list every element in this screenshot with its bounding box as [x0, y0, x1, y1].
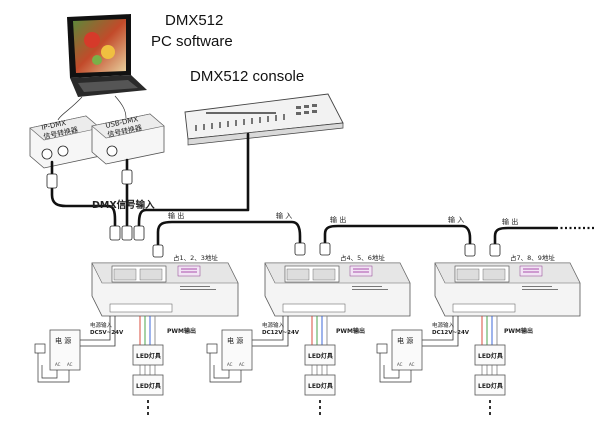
led-label-1a: LED灯具: [136, 352, 161, 360]
decoder-3-address: 占7、8、9地址: [510, 253, 555, 262]
dmx-cables: [50, 132, 594, 253]
pc-software-label-line2: PC software: [151, 33, 233, 50]
psu-1: 电 源 AC AC: [34, 329, 81, 383]
psu-3-plug-icon: [376, 343, 388, 354]
psu-1-plug-icon: [34, 343, 46, 354]
psu-3-ac-label: AC: [397, 362, 403, 367]
decoder-2: 占4、5、6地址 电源输入 DC12V~24V PWM输出: [262, 253, 411, 336]
power-wires: [80, 316, 459, 347]
psu-1-label: 电 源: [55, 336, 71, 345]
psu-3-label: 电 源: [397, 336, 413, 345]
decoder-1-address: 占1、2、3地址: [173, 253, 218, 262]
laptop-pc: [67, 14, 147, 97]
psu-2-label: 电 源: [227, 336, 243, 345]
psu-2: 电 源 AC AC: [206, 329, 253, 383]
decoder-1: 占1、2、3地址 电源输入 DC5V~24V PWM输出: [90, 253, 239, 336]
decoder-1-pwm-label: PWM输出: [167, 327, 196, 335]
decoder-3-power-label: 电源输入: [432, 321, 455, 329]
laptop-to-ip-cable: [57, 96, 83, 121]
led-fixtures-2: LED灯具 LED灯具: [304, 344, 336, 415]
decoder-2-output-label: 输 出: [330, 215, 346, 224]
cable-plugs: [46, 169, 501, 258]
decoder-3-power-spec: DC12V~24V: [432, 330, 470, 336]
pwm-wires: [139, 316, 498, 345]
ip-dmx-converter: IP-DMX 信号转换器: [29, 115, 101, 169]
dmx-signal-input-label: DMX信号输入: [92, 199, 155, 211]
decoder-2-pwm-label: PWM输出: [336, 327, 365, 335]
decoder-1-output-label: 输 出: [168, 211, 184, 220]
decoder-3-output-label: 输 出: [502, 217, 518, 226]
psu-1-ac-label: AC: [55, 362, 61, 367]
psu-3: 电 源 AC AC: [376, 329, 423, 383]
decoder-3-input-label: 输 入: [448, 215, 464, 224]
psu-2-ac-label-2: AC: [239, 362, 245, 367]
led-label-1b: LED灯具: [136, 382, 161, 390]
pc-software-label-line1: DMX512: [165, 12, 223, 29]
console-label: DMX512 console: [190, 68, 304, 85]
usb-dmx-converter: USB-DMX 信号转换器: [91, 113, 165, 165]
led-label-2b: LED灯具: [308, 382, 333, 390]
psu-2-plug-icon: [206, 343, 218, 354]
decoder-2-power-label: 电源输入: [262, 321, 285, 329]
dmx-console: [184, 93, 344, 146]
decoder-2-input-label: 输 入: [276, 211, 292, 220]
decoder-2-address: 占4、5、6地址: [340, 253, 385, 262]
psu-2-ac-label: AC: [227, 362, 233, 367]
led-fixtures-1: LED灯具 LED灯具: [132, 344, 164, 415]
led-label-3a: LED灯具: [478, 352, 503, 360]
decoder-1-power-label: 电源输入: [90, 321, 113, 329]
led-label-3b: LED灯具: [478, 382, 503, 390]
led-label-2a: LED灯具: [308, 352, 333, 360]
psu-1-ac-label-2: AC: [67, 362, 73, 367]
led-fixtures-3: LED灯具 LED灯具: [474, 344, 506, 415]
laptop-to-usb-cable: [114, 95, 127, 119]
decoder-2-power-spec: DC12V~24V: [262, 330, 300, 336]
decoder-1-power-spec: DC5V~24V: [90, 330, 124, 336]
psu-3-ac-label-2: AC: [409, 362, 415, 367]
decoder-3-pwm-label: PWM输出: [504, 327, 533, 335]
decoder-3: 占7、8、9地址 电源输入 DC12V~24V PWM输出: [432, 253, 581, 336]
